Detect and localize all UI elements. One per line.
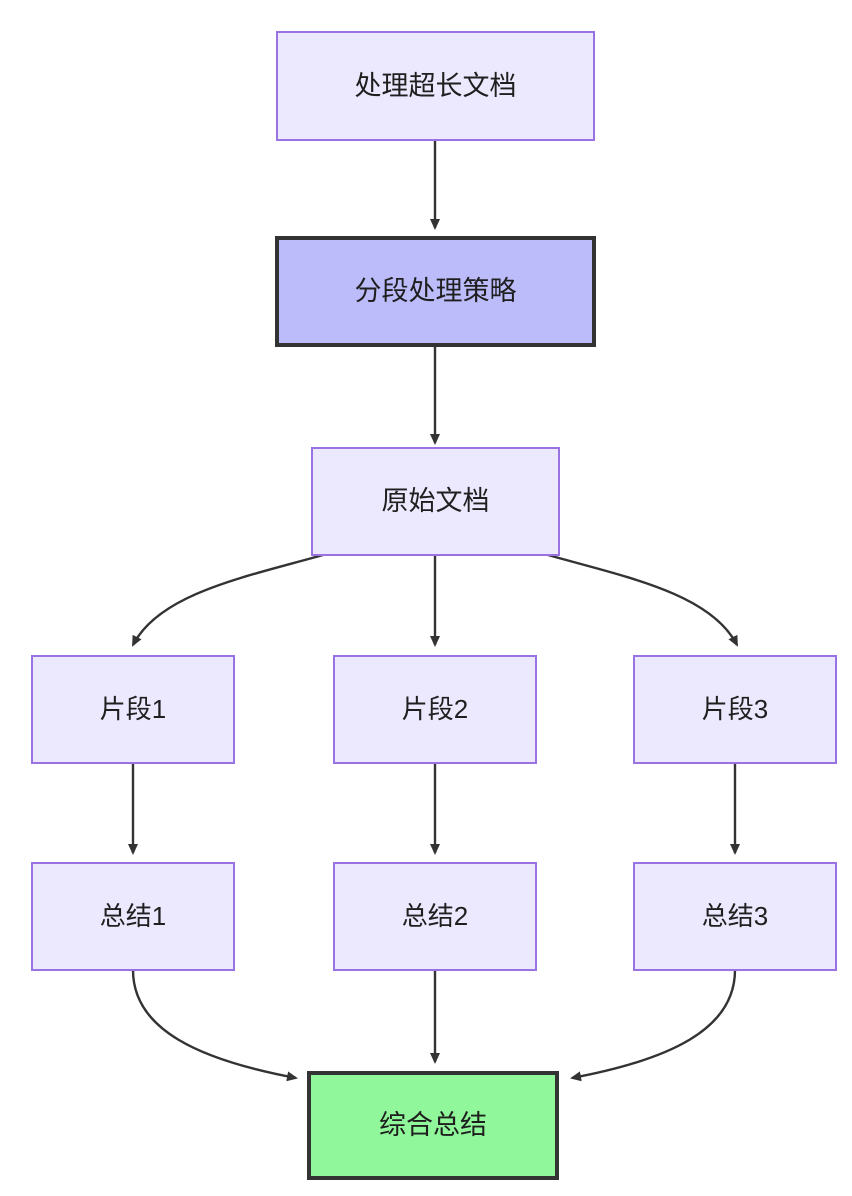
node-label: 片段1 xyxy=(99,693,167,724)
node-label: 处理超长文档 xyxy=(354,70,517,101)
node-label: 综合总结 xyxy=(379,1110,487,1141)
node-chunk-1[interactable]: 片段1 xyxy=(31,655,235,764)
node-summary-1[interactable]: 总结1 xyxy=(31,862,235,971)
node-combined-summary[interactable]: 综合总结 xyxy=(307,1071,559,1180)
edge-source-to-chunk3 xyxy=(540,551,739,647)
node-label: 总结2 xyxy=(401,900,469,931)
node-label: 片段2 xyxy=(401,693,469,724)
node-label: 总结3 xyxy=(701,900,769,931)
node-label: 分段处理策略 xyxy=(354,276,517,307)
node-label: 片段3 xyxy=(701,693,769,724)
node-chunking-strategy[interactable]: 分段处理策略 xyxy=(275,236,596,347)
node-process-long-document[interactable]: 处理超长文档 xyxy=(276,31,595,141)
edge-source-to-chunk1 xyxy=(131,551,331,647)
node-source-document[interactable]: 原始文档 xyxy=(311,447,560,556)
node-summary-3[interactable]: 总结3 xyxy=(633,862,837,971)
node-chunk-2[interactable]: 片段2 xyxy=(333,655,537,764)
node-summary-2[interactable]: 总结2 xyxy=(333,862,537,971)
node-label: 总结1 xyxy=(99,900,167,931)
node-label: 原始文档 xyxy=(381,486,490,517)
node-chunk-3[interactable]: 片段3 xyxy=(633,655,837,764)
edge-summary3-to-final xyxy=(570,969,737,1082)
edge-summary1-to-final xyxy=(131,969,298,1082)
